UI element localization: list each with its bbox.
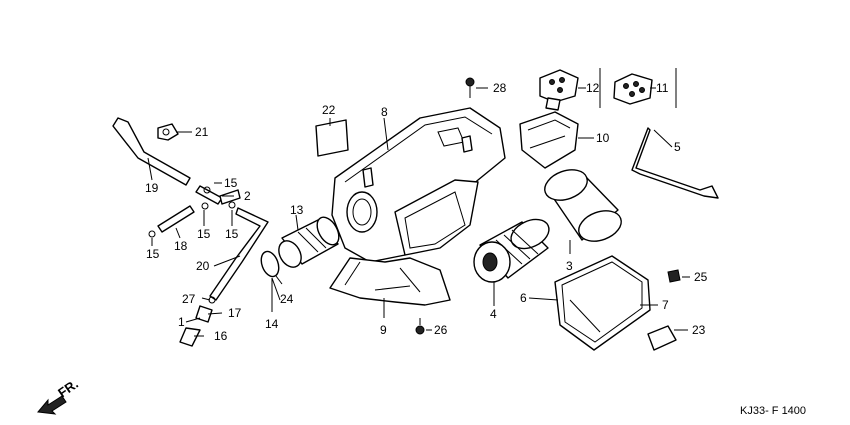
band-clamp-14 — [260, 250, 283, 285]
diagram-code: KJ33- F 1400 — [740, 405, 806, 417]
callout-2: 2 — [244, 189, 251, 203]
filter-sleeve-3 — [544, 169, 622, 242]
grommet-11 — [599, 68, 677, 108]
cover-10 — [519, 111, 579, 169]
connector-12 — [539, 69, 579, 111]
screw-26 — [415, 318, 425, 335]
callout-10: 10 — [596, 131, 610, 145]
callout-27: 27 — [182, 292, 196, 306]
callout-28: 28 — [493, 81, 507, 95]
filter-element-4 — [473, 218, 550, 283]
callout-13: 13 — [290, 203, 304, 217]
callout-15-upper: 15 — [224, 176, 238, 190]
callout-25: 25 — [694, 270, 708, 284]
callout-12: 12 — [586, 81, 600, 95]
callout-6: 6 — [520, 291, 527, 305]
clip-21 — [157, 123, 179, 141]
callout-5: 5 — [674, 140, 681, 154]
callout-22: 22 — [322, 103, 336, 117]
callout-24: 24 — [280, 292, 294, 306]
base-plate — [329, 257, 451, 306]
callout-21: 21 — [195, 125, 209, 139]
callout-20: 20 — [196, 259, 210, 273]
callout-17: 17 — [228, 306, 242, 320]
callout-9: 9 — [380, 323, 387, 337]
callout-11: 11 — [656, 81, 669, 95]
callout-26: 26 — [434, 323, 448, 337]
tube-18 — [148, 205, 195, 238]
callout-4: 4 — [490, 307, 497, 321]
callout-3: 3 — [566, 259, 573, 273]
band-5 — [631, 127, 719, 199]
air-cleaner-case — [331, 107, 506, 263]
bolt-28 — [465, 77, 475, 98]
front-label: FR. — [55, 376, 81, 400]
callout-15-lower: 15 — [146, 247, 160, 261]
drain-tube-20 — [209, 207, 269, 301]
callout-7: 7 — [662, 298, 669, 312]
callout-15-middle-right: 15 — [225, 227, 239, 241]
callout-16: 16 — [214, 329, 228, 343]
callout-15-middle-left: 15 — [197, 227, 211, 241]
joint-2 — [195, 185, 241, 210]
callout-1: 1 — [178, 315, 185, 329]
front-direction-indicator: FR. — [37, 376, 81, 415]
callout-19: 19 — [145, 181, 159, 195]
leader-lines — [147, 87, 690, 337]
label-plate-23 — [647, 325, 677, 351]
connecting-tube-13 — [278, 216, 340, 268]
screw-25 — [667, 269, 681, 283]
callout-23: 23 — [692, 323, 706, 337]
breather-tube-19 — [112, 117, 191, 186]
callout-labels: 28 12 11 10 5 8 22 3 4 6 7 23 25 26 9 13… — [145, 81, 708, 343]
callout-8: 8 — [381, 105, 388, 119]
lower-cover-7 — [554, 255, 651, 351]
label-plate-22 — [315, 119, 349, 157]
callout-14: 14 — [265, 317, 279, 331]
callout-18: 18 — [174, 239, 188, 253]
